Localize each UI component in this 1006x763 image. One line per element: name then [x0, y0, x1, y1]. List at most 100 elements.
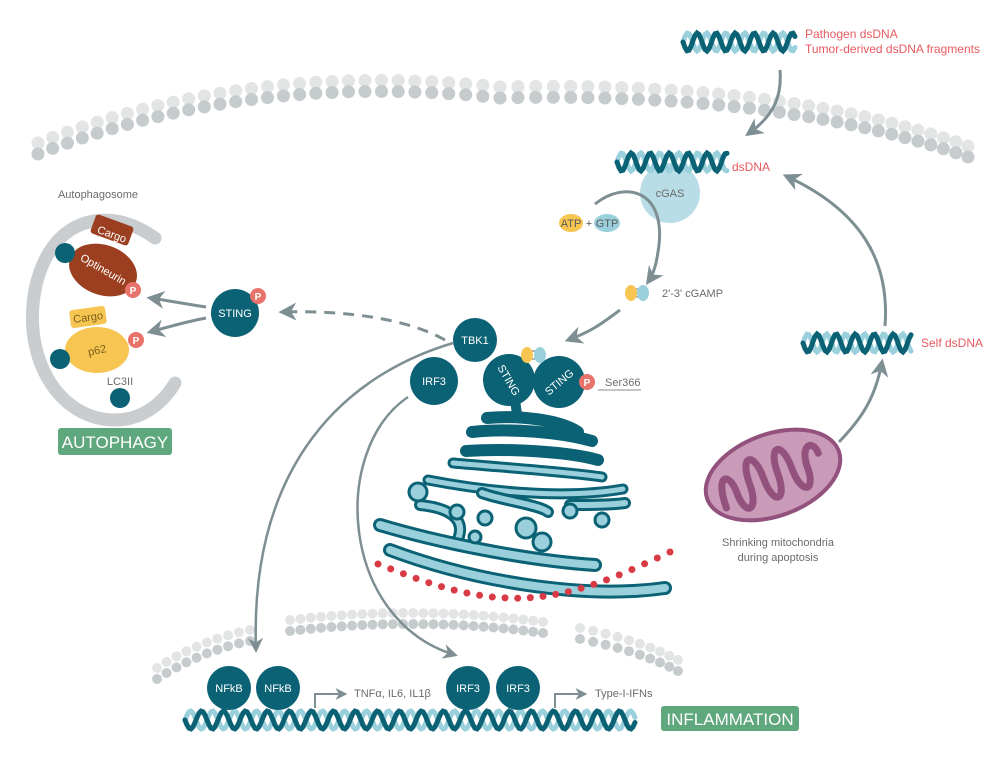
membrane-bead	[326, 611, 337, 621]
membrane-bead	[105, 122, 119, 136]
mito-label-line1: Shrinking mitochondria	[722, 537, 835, 549]
helix-strand-dark	[680, 29, 798, 55]
membrane-bead	[493, 91, 507, 105]
membrane-bead	[425, 86, 439, 100]
membrane-bead	[581, 91, 595, 105]
membrane-bead	[234, 627, 244, 638]
golgi-lumen	[450, 460, 605, 480]
membrane-bead	[357, 609, 368, 620]
membrane-bead	[498, 612, 509, 623]
membrane-bead	[261, 80, 274, 94]
membrane-bead	[844, 118, 858, 132]
membrane-bead	[476, 78, 490, 92]
ribosome	[539, 592, 547, 600]
membrane-bead	[152, 674, 162, 684]
membrane-bead	[787, 97, 801, 110]
pathogen-dsdna-helix	[680, 29, 798, 55]
golgi-cisterna	[466, 424, 598, 447]
membrane-bead	[871, 113, 885, 127]
ribosome	[564, 588, 572, 596]
irf3-activation-arrow	[356, 395, 458, 659]
membrane-bead	[75, 131, 89, 145]
membrane-bead	[181, 646, 192, 657]
membrane-bead	[712, 98, 726, 112]
membrane-bead	[191, 652, 202, 663]
membrane-bead	[885, 116, 899, 130]
nfkb-targets-label: TNFα, IL6, IL1β	[354, 688, 431, 700]
ribosome	[463, 589, 471, 597]
membrane-bead	[664, 661, 675, 672]
membrane-bead	[442, 87, 456, 101]
membrane-bead	[538, 617, 548, 627]
membrane-bead	[342, 85, 355, 99]
phospho-sting-protein	[211, 289, 259, 337]
membrane-bead	[136, 113, 150, 127]
cgamp-molecule	[625, 285, 649, 301]
membrane-bead	[377, 608, 388, 619]
membrane-bead	[612, 642, 623, 653]
membrane-bead	[151, 110, 165, 124]
membrane-bead	[673, 666, 683, 676]
membrane-bead	[161, 657, 172, 667]
membrane-bead	[151, 99, 165, 113]
membrane-bead	[245, 93, 258, 106]
membrane-bead	[309, 75, 323, 89]
ribosome	[666, 548, 674, 556]
ribosome	[615, 571, 623, 579]
membrane-bead	[408, 85, 422, 99]
membrane-bead	[680, 95, 694, 109]
membrane-bead	[347, 609, 357, 620]
membrane-bead	[277, 78, 290, 92]
membrane-bead	[425, 75, 439, 89]
membrane-bead	[615, 92, 629, 106]
ribosome	[425, 579, 433, 587]
membrane-bead	[648, 82, 662, 96]
membrane-bead	[655, 657, 665, 668]
ribosome	[501, 594, 509, 602]
membrane-bead	[90, 126, 104, 140]
autophagy-badge	[58, 428, 172, 455]
golgi-vesicle	[593, 511, 611, 529]
membrane-bead	[924, 138, 938, 152]
membrane-bead	[727, 89, 741, 103]
self-dsdna-arrow	[782, 173, 888, 327]
nfkb-transcription-arrow	[314, 688, 348, 708]
membrane-bead	[844, 107, 858, 121]
membrane-bead	[575, 634, 585, 644]
membrane-bead	[459, 88, 473, 102]
membrane-bead	[493, 80, 507, 94]
sting-complex	[410, 318, 585, 416]
membrane-bead	[615, 81, 629, 95]
membrane-bead	[90, 115, 104, 129]
sting-trafficking-arrow	[278, 302, 446, 342]
membrane-bead	[60, 136, 74, 150]
membrane-bead	[655, 646, 665, 657]
membrane-bead	[245, 625, 255, 635]
membrane-bead	[488, 622, 499, 633]
membrane-bead	[229, 84, 243, 98]
membrane-bead	[830, 104, 844, 118]
membrane-bead	[648, 93, 662, 107]
membrane-bead	[742, 101, 756, 115]
membrane-bead	[201, 648, 212, 659]
ser366-label: Ser366	[605, 377, 640, 389]
membrane-bead	[161, 668, 172, 678]
membrane-bead	[664, 94, 678, 108]
nfkb-activation-arrow	[248, 341, 454, 653]
membrane-bead	[285, 626, 295, 636]
membrane-bead	[476, 89, 490, 103]
atp-label: ATP	[561, 218, 582, 230]
membrane-bead	[898, 131, 912, 145]
membrane-bead	[511, 80, 525, 94]
irf3-nuclear-label-2: IRF3	[506, 683, 530, 695]
membrane-bead	[949, 135, 963, 149]
membrane-bead	[858, 121, 872, 135]
membrane-bead	[673, 655, 683, 665]
membrane-bead	[46, 130, 60, 144]
p62-phospho-icon	[128, 332, 144, 348]
golgi-vesicle	[561, 502, 579, 520]
golgi-lumen	[425, 477, 626, 497]
membrane-bead	[645, 653, 656, 664]
irf3-label: IRF3	[422, 376, 446, 388]
inflammation-badge	[661, 706, 799, 731]
